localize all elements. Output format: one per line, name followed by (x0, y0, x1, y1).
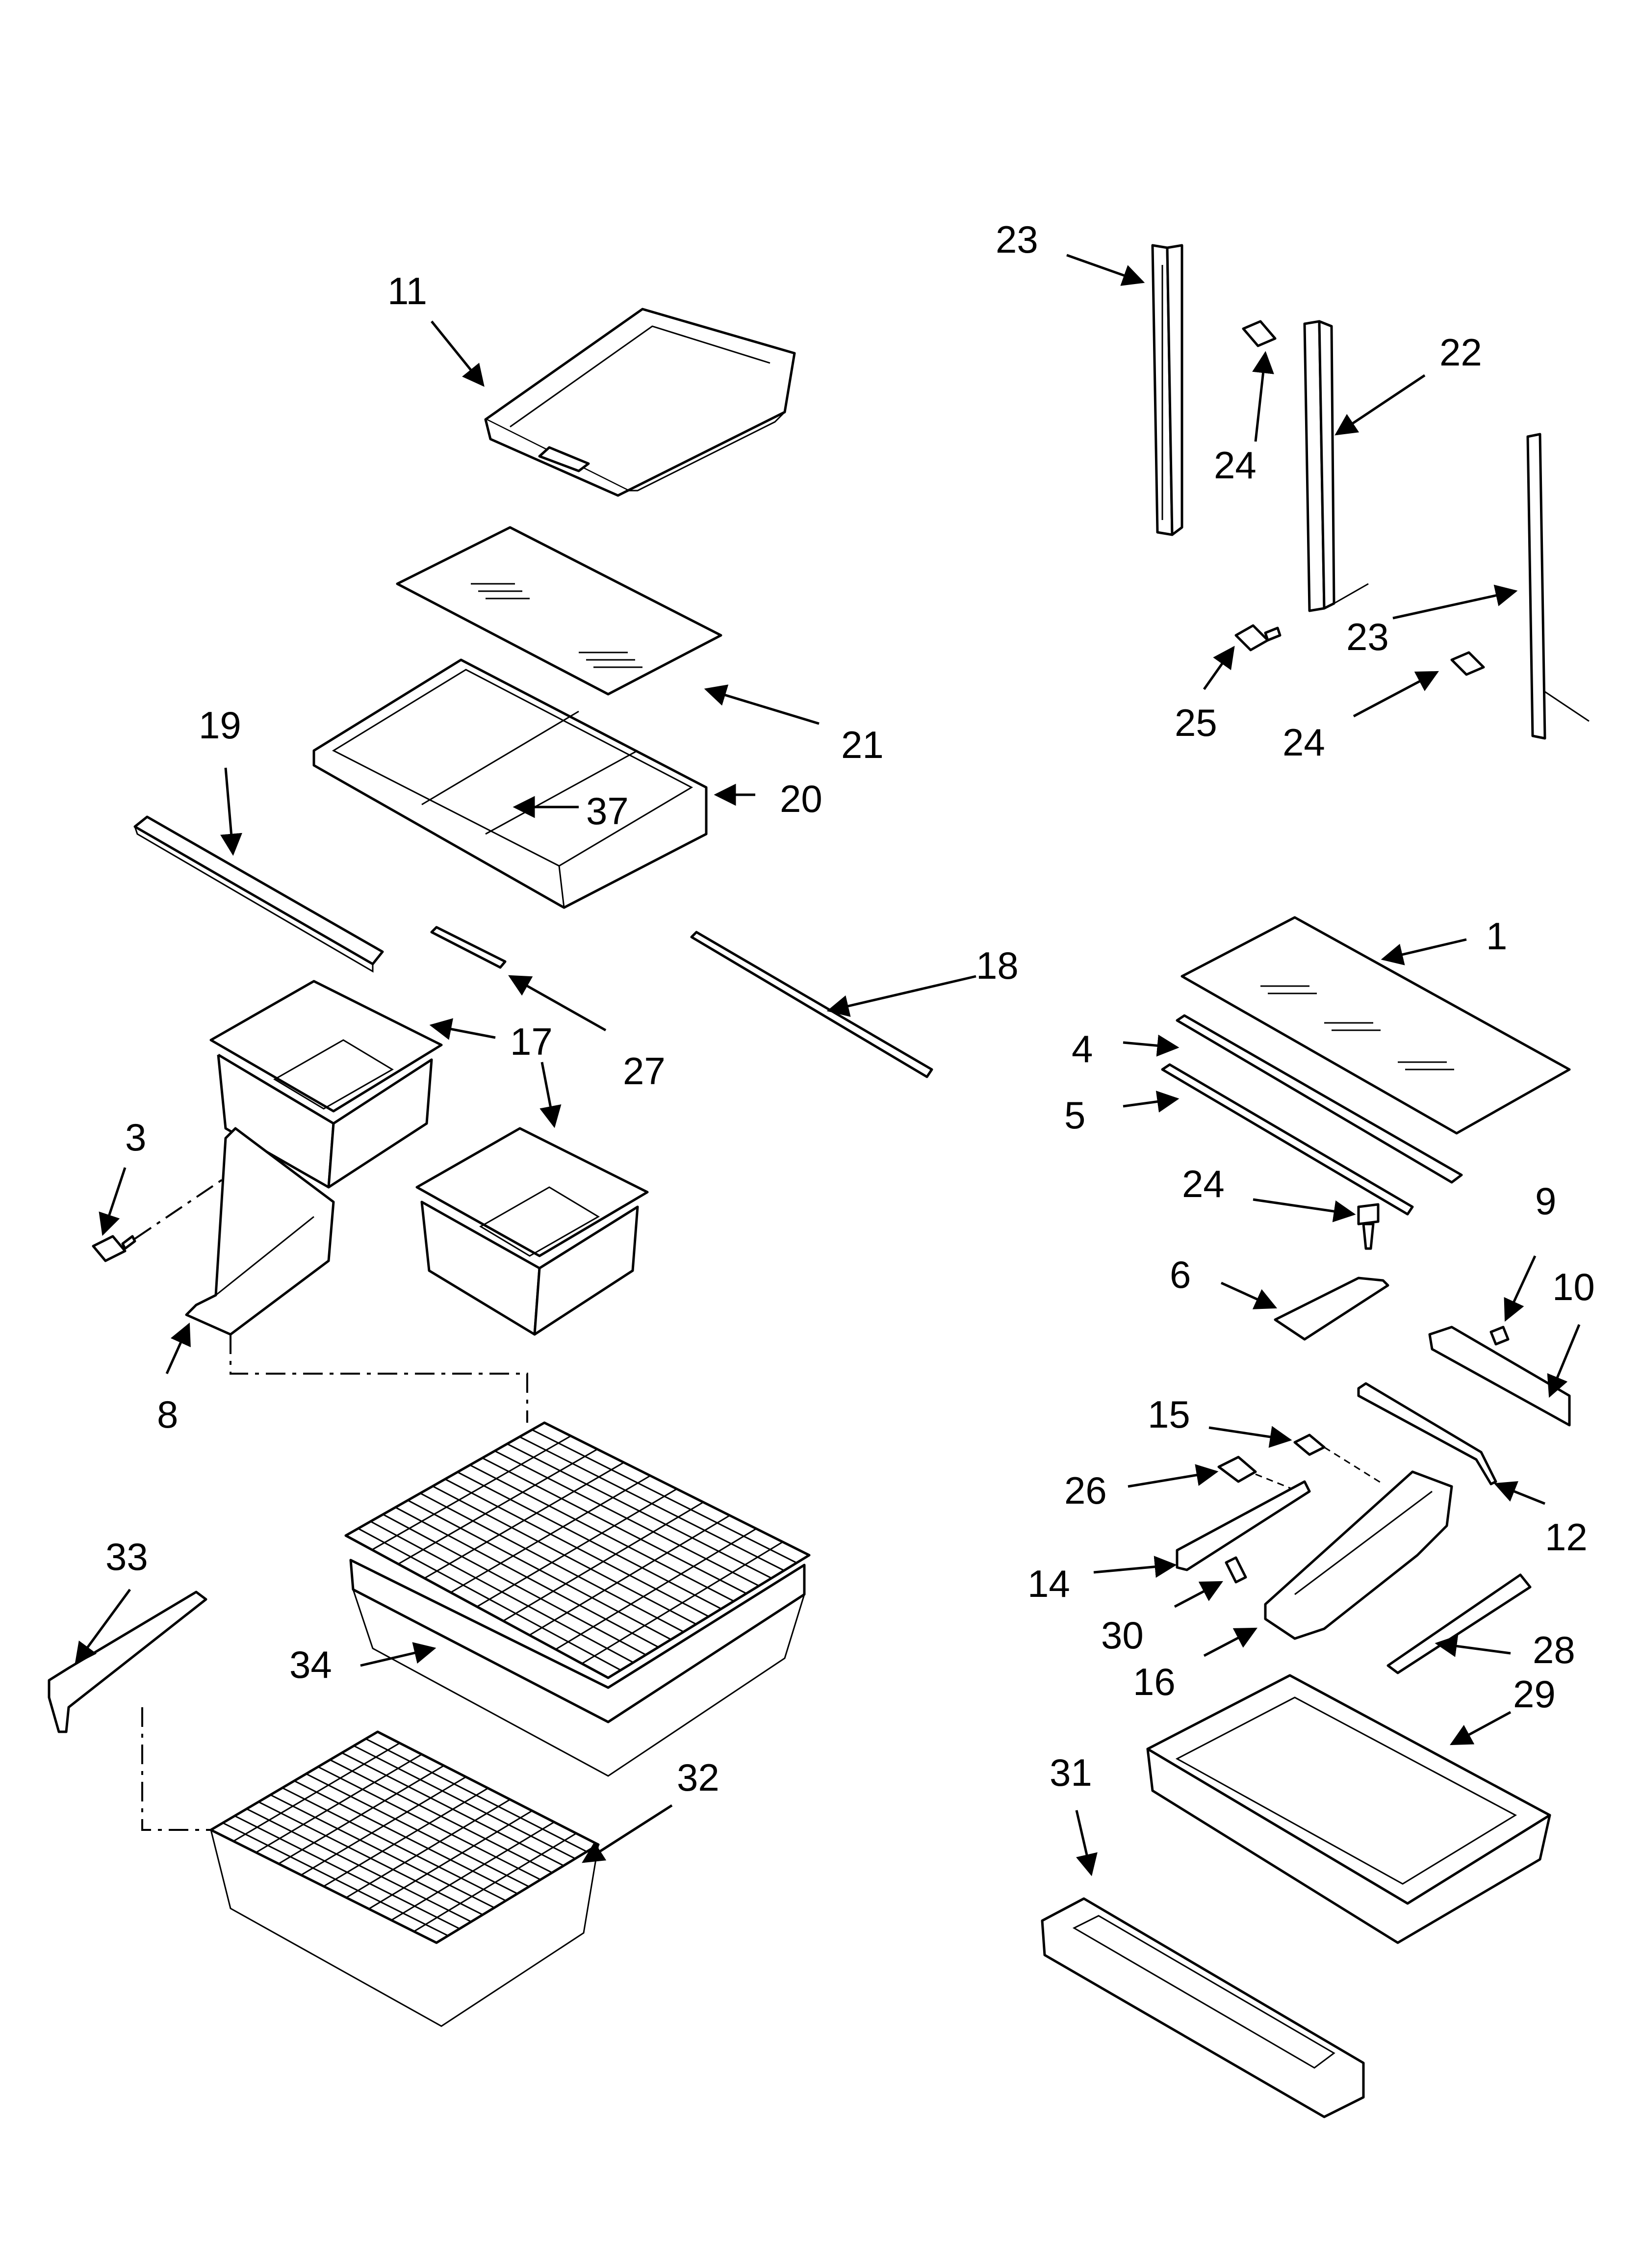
callout-25: 25 (1175, 701, 1217, 744)
callout-labels: 11 21 20 37 19 27 18 17 3 8 33 34 32 23 … (105, 218, 1595, 1799)
part-25-screw (1234, 624, 1282, 652)
part-20-crisper-cover-frame (312, 658, 708, 909)
leader-arrows (75, 254, 1581, 1877)
part-15-screw (1293, 1434, 1326, 1456)
part-9-clip (1489, 1326, 1510, 1346)
part-28-wire-handle (1386, 1573, 1532, 1674)
part-27-clip (430, 926, 507, 969)
part-31-handle-trim (1041, 1897, 1365, 2118)
part-11-shelf-frame (484, 308, 796, 497)
part-16-mount-bracket (1264, 1470, 1453, 1640)
part-34-wire-basket (344, 1421, 811, 1777)
part-32-wire-basket (209, 1730, 600, 2027)
part-24-screw-top (1242, 320, 1277, 347)
callout-20: 20 (780, 777, 822, 820)
callout-28: 28 (1533, 1628, 1575, 1671)
callout-23-top: 23 (996, 218, 1038, 261)
callout-19: 19 (199, 704, 241, 747)
callout-5: 5 (1064, 1094, 1085, 1137)
callout-24-middle: 24 (1182, 1162, 1225, 1205)
part-14-slide (1176, 1480, 1311, 1571)
callout-10: 10 (1552, 1265, 1595, 1308)
assembly-line-3 (134, 1176, 227, 1240)
part-1-glass-shelf (1180, 916, 1571, 1135)
callout-9: 9 (1535, 1179, 1556, 1223)
callout-15: 15 (1148, 1393, 1190, 1436)
callout-34: 34 (289, 1643, 332, 1686)
callout-29: 29 (1513, 1672, 1556, 1716)
assembly-line-15 (1324, 1446, 1384, 1485)
callout-22: 22 (1439, 331, 1482, 374)
callout-16: 16 (1133, 1660, 1176, 1703)
callout-33: 33 (105, 1535, 148, 1578)
part-29-pan (1146, 1674, 1551, 1944)
part-10-rail (1428, 1326, 1571, 1427)
part-33-basket-divider (48, 1590, 207, 1733)
callout-37: 37 (586, 789, 629, 833)
callout-21: 21 (841, 723, 884, 766)
callout-18: 18 (976, 944, 1019, 987)
assembly-line-33 (141, 1707, 211, 1831)
callout-23-right: 23 (1346, 615, 1389, 658)
part-30-clip (1225, 1556, 1247, 1584)
part-3-screw (92, 1235, 136, 1262)
part-12-rod (1357, 1382, 1497, 1486)
part-26-screw (1217, 1456, 1257, 1483)
assembly-line-26 (1255, 1473, 1305, 1495)
part-6-bracket (1274, 1277, 1389, 1341)
callout-12: 12 (1545, 1515, 1588, 1559)
part-19-trim-strip (133, 815, 384, 973)
part-21-glass-panel (396, 526, 722, 696)
callout-24-top: 24 (1214, 443, 1257, 487)
part-4-trim-strip (1176, 1014, 1463, 1184)
callout-4: 4 (1072, 1027, 1093, 1070)
callout-6: 6 (1170, 1253, 1191, 1296)
callout-8: 8 (157, 1393, 178, 1436)
callout-3: 3 (125, 1116, 146, 1159)
part-17-crisper-drawer-left (209, 980, 443, 1189)
callout-31: 31 (1050, 1751, 1092, 1794)
callout-26: 26 (1064, 1469, 1107, 1512)
part-24-screw-middle (1357, 1203, 1380, 1250)
part-24-screw-right (1450, 651, 1485, 676)
callout-14: 14 (1027, 1562, 1070, 1605)
part-22-rail-center (1303, 320, 1369, 612)
part-23-rail-right (1526, 433, 1590, 740)
part-23-rail-left (1151, 244, 1183, 536)
callout-1: 1 (1486, 914, 1507, 958)
part-17-crisper-drawer-right (415, 1127, 649, 1336)
callout-17: 17 (510, 1020, 553, 1063)
assembly-line-8 (230, 1334, 528, 1423)
part-5-trim-strip (1161, 1063, 1414, 1216)
callout-27: 27 (623, 1049, 666, 1093)
part-18-seal-strip (690, 931, 933, 1078)
callout-30: 30 (1101, 1614, 1144, 1657)
callout-11: 11 (387, 269, 427, 313)
callout-24-right: 24 (1283, 721, 1325, 764)
callout-32: 32 (677, 1756, 719, 1799)
